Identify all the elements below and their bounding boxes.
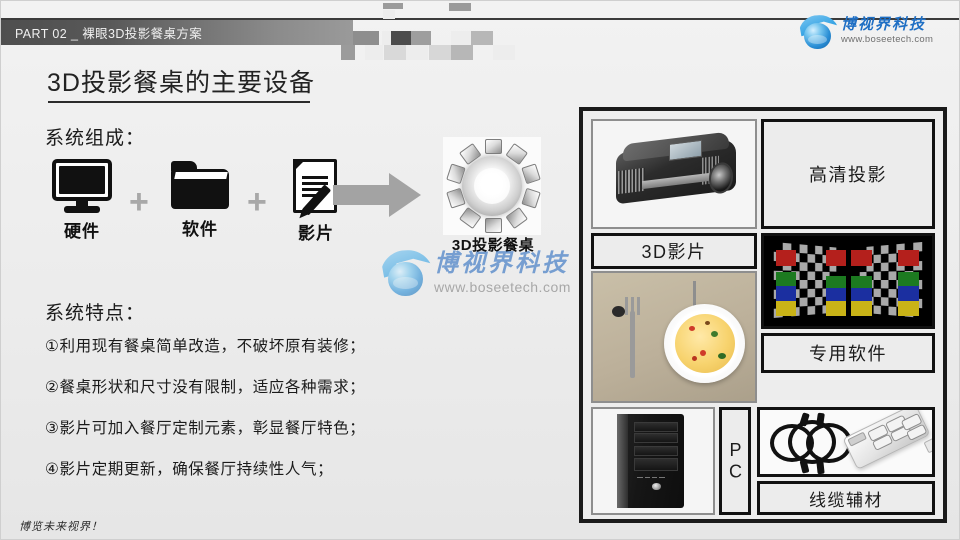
- cables-photo: [757, 407, 935, 477]
- brand-logo: 博视界科技 www.boseetech.com: [797, 9, 949, 53]
- watermark-url: www.boseetech.com: [434, 278, 571, 295]
- mosaic-block: [449, 3, 471, 11]
- projector-illustration: [615, 131, 736, 205]
- feature-item: ②餐桌形状和尺寸没有限制，适应各种需求；: [45, 379, 366, 396]
- part-banner: PART 02 _ 裸眼3D投影餐桌方案: [1, 20, 353, 45]
- mosaic-block: [384, 45, 406, 60]
- mosaic-block: [451, 45, 473, 60]
- watermark-eye-icon: [379, 246, 433, 298]
- composition-item-video: 影片: [279, 159, 353, 244]
- projector-label-text: 高清投影: [809, 165, 887, 185]
- result-caption: 3D投影餐桌: [451, 237, 535, 254]
- software-label: 专用软件: [761, 333, 935, 373]
- composition-item-label: 硬件: [64, 222, 100, 241]
- mosaic-block: [383, 10, 395, 19]
- composition-item-hardware: 硬件: [45, 159, 119, 242]
- plus-separator: +: [129, 183, 149, 221]
- part-label: PART 02 _ 裸眼3D投影餐桌方案: [15, 27, 203, 41]
- video-label-text: 3D影片: [641, 242, 707, 262]
- pc-label: PC: [719, 407, 751, 515]
- mosaic-block: [493, 45, 515, 60]
- composition-item-software: 软件: [163, 159, 237, 240]
- feature-item: ①利用现有餐桌简单改造，不破坏原有装修；: [45, 338, 366, 355]
- composition-item-label: 软件: [182, 220, 218, 239]
- mosaic-block: [451, 31, 473, 45]
- cable-connector: [815, 412, 825, 426]
- feature-item: ③影片可加入餐厅定制元素，彰显餐厅特色；: [45, 420, 366, 437]
- software-label-text: 专用软件: [809, 344, 887, 364]
- cables-label-text: 线缆辅材: [809, 490, 883, 510]
- mosaic-block: [406, 45, 428, 60]
- calibration-pattern: [764, 236, 932, 326]
- arrow-right-icon: [333, 173, 421, 217]
- page-title: 3D投影餐桌的主要设备: [47, 69, 315, 97]
- pc-tower-illustration: [617, 414, 685, 508]
- mosaic-block: [341, 45, 355, 60]
- round-table-graphic: [443, 137, 541, 235]
- mosaic-block: [411, 31, 431, 45]
- composition-item-label: 影片: [298, 224, 334, 243]
- power-strip: [842, 410, 931, 471]
- composition-heading: 系统组成：: [45, 128, 146, 149]
- mosaic-block: [471, 31, 493, 45]
- folder-icon: [169, 159, 231, 211]
- feature-item: ④影片定期更新，确保餐厅持续性人气；: [45, 461, 334, 478]
- mosaic-block: [429, 45, 451, 60]
- plus-separator: +: [247, 183, 267, 221]
- cable-connector: [816, 460, 825, 474]
- projector-label: 高清投影: [761, 119, 935, 229]
- mosaic-block: [391, 31, 411, 45]
- logo-eye-icon: [797, 11, 839, 51]
- title-underline: [48, 101, 310, 103]
- document-pencil-icon: [289, 159, 343, 216]
- cables-label: 线缆辅材: [757, 481, 935, 515]
- footer-slogan: 博览未来视界！: [19, 521, 103, 533]
- logo-url: www.boseetech.com: [841, 34, 934, 46]
- equipment-gallery: 高清投影 3D影片: [579, 107, 947, 523]
- header-rule: [1, 18, 959, 20]
- pc-photo: [591, 407, 715, 515]
- logo-brand-name: 博视界科技: [841, 15, 927, 34]
- video-label: 3D影片: [591, 233, 757, 269]
- mosaic-block: [383, 3, 403, 9]
- mosaic-block: [365, 45, 383, 60]
- software-photo: [761, 233, 935, 329]
- pc-label-text: PC: [725, 439, 746, 483]
- video-photo: [591, 271, 757, 403]
- projector-photo: [591, 119, 757, 229]
- monitor-icon: [52, 159, 112, 213]
- features-heading: 系统特点：: [45, 303, 146, 324]
- composition-row: 硬件 + 软件 + 影片: [45, 159, 375, 259]
